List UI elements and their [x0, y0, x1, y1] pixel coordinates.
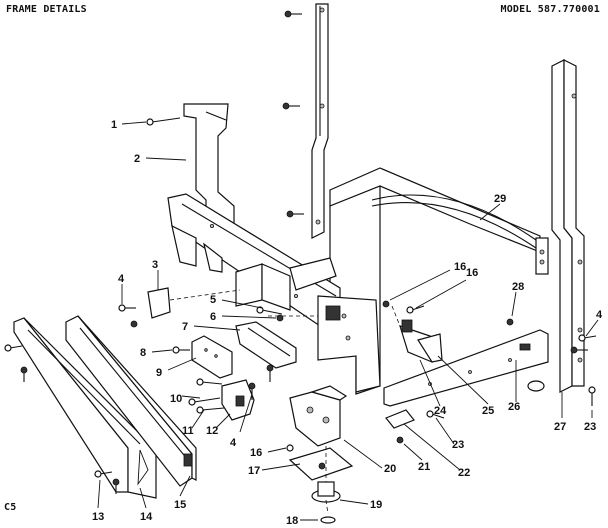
callout: 1	[111, 119, 117, 131]
callout: 12	[206, 425, 218, 437]
screw	[284, 10, 302, 18]
callout: 25	[482, 405, 494, 417]
screw	[578, 334, 597, 342]
callout: 4	[118, 273, 125, 285]
screw	[94, 470, 113, 478]
callout: 4	[230, 437, 237, 449]
screw	[506, 318, 514, 326]
screw	[588, 386, 596, 406]
callout: 19	[370, 499, 382, 511]
screw	[570, 346, 588, 354]
leveling-foot	[311, 481, 341, 503]
frame-side-panel	[317, 295, 381, 393]
center-back-brace	[235, 257, 337, 311]
screw	[172, 346, 190, 354]
screw	[196, 406, 225, 414]
model-number: MODEL 587.770001	[500, 4, 600, 15]
cover-clip	[385, 409, 415, 429]
screw-set	[4, 10, 597, 494]
callout: 16	[454, 261, 466, 273]
callout: 24	[434, 405, 447, 417]
callout: 11	[182, 425, 194, 437]
leader-lines	[97, 121, 599, 521]
center-vertical-rail	[311, 3, 329, 239]
right-vertical-rail	[551, 59, 585, 393]
right-front-rail	[65, 315, 197, 487]
diagram-title: FRAME DETAILS	[6, 4, 87, 15]
screw	[20, 366, 28, 382]
callout: 5	[210, 294, 216, 306]
callout: 13	[92, 511, 104, 523]
screw	[396, 436, 404, 444]
left-front-rail	[13, 317, 157, 499]
screw	[4, 344, 23, 352]
callout: 7	[182, 321, 188, 333]
callout: 20	[384, 463, 396, 475]
screw	[266, 364, 274, 382]
screw	[382, 300, 390, 308]
callout: 3	[152, 259, 158, 271]
clip-part	[147, 287, 171, 319]
callout: 21	[418, 461, 430, 473]
rail-foot	[527, 380, 545, 392]
callout: 14	[140, 511, 153, 523]
callout-labels: 1 2 3 4 5 6 7 8 9 10 11 12 4 16 28 4 29 …	[92, 119, 603, 527]
leg-base-plate	[288, 447, 354, 481]
callout: 29	[494, 193, 506, 205]
leg-assembly	[289, 385, 348, 447]
callout: 26	[508, 401, 520, 413]
extra-callouts: 16	[466, 267, 478, 279]
callout: 27	[554, 421, 566, 433]
callout: 10	[170, 393, 182, 405]
callout: 28	[512, 281, 524, 293]
screw	[196, 378, 223, 386]
screw	[188, 397, 221, 406]
screw	[426, 410, 445, 419]
callout: 23	[584, 421, 596, 433]
screw	[406, 305, 425, 314]
screw	[112, 478, 120, 494]
callout: 15	[174, 499, 186, 511]
callout: 4	[596, 309, 603, 321]
mounting-bracket	[191, 335, 233, 379]
callout: 6	[210, 311, 216, 323]
assembly-dash-lines	[169, 289, 401, 515]
screw	[256, 306, 283, 315]
door-hinge	[221, 379, 255, 421]
callout: 2	[134, 153, 140, 165]
callout: 17	[248, 465, 260, 477]
callout: 16	[250, 447, 262, 459]
latch-bracket	[235, 321, 297, 369]
screw	[146, 117, 181, 126]
screw	[282, 102, 300, 110]
callout: 16	[466, 267, 478, 279]
screw	[286, 444, 294, 452]
screw	[130, 320, 138, 328]
figure-code: C5	[4, 502, 17, 513]
callout: 8	[140, 347, 146, 359]
screw	[248, 382, 256, 400]
screw	[286, 210, 304, 218]
front-panel-strip	[383, 329, 549, 407]
callout: 18	[286, 515, 298, 527]
callout: 9	[156, 367, 162, 379]
callout: 23	[452, 439, 464, 451]
screw	[276, 314, 284, 322]
callout: 22	[458, 467, 470, 479]
washer	[320, 516, 336, 524]
screw	[118, 304, 136, 312]
hinge-bracket	[399, 319, 443, 363]
